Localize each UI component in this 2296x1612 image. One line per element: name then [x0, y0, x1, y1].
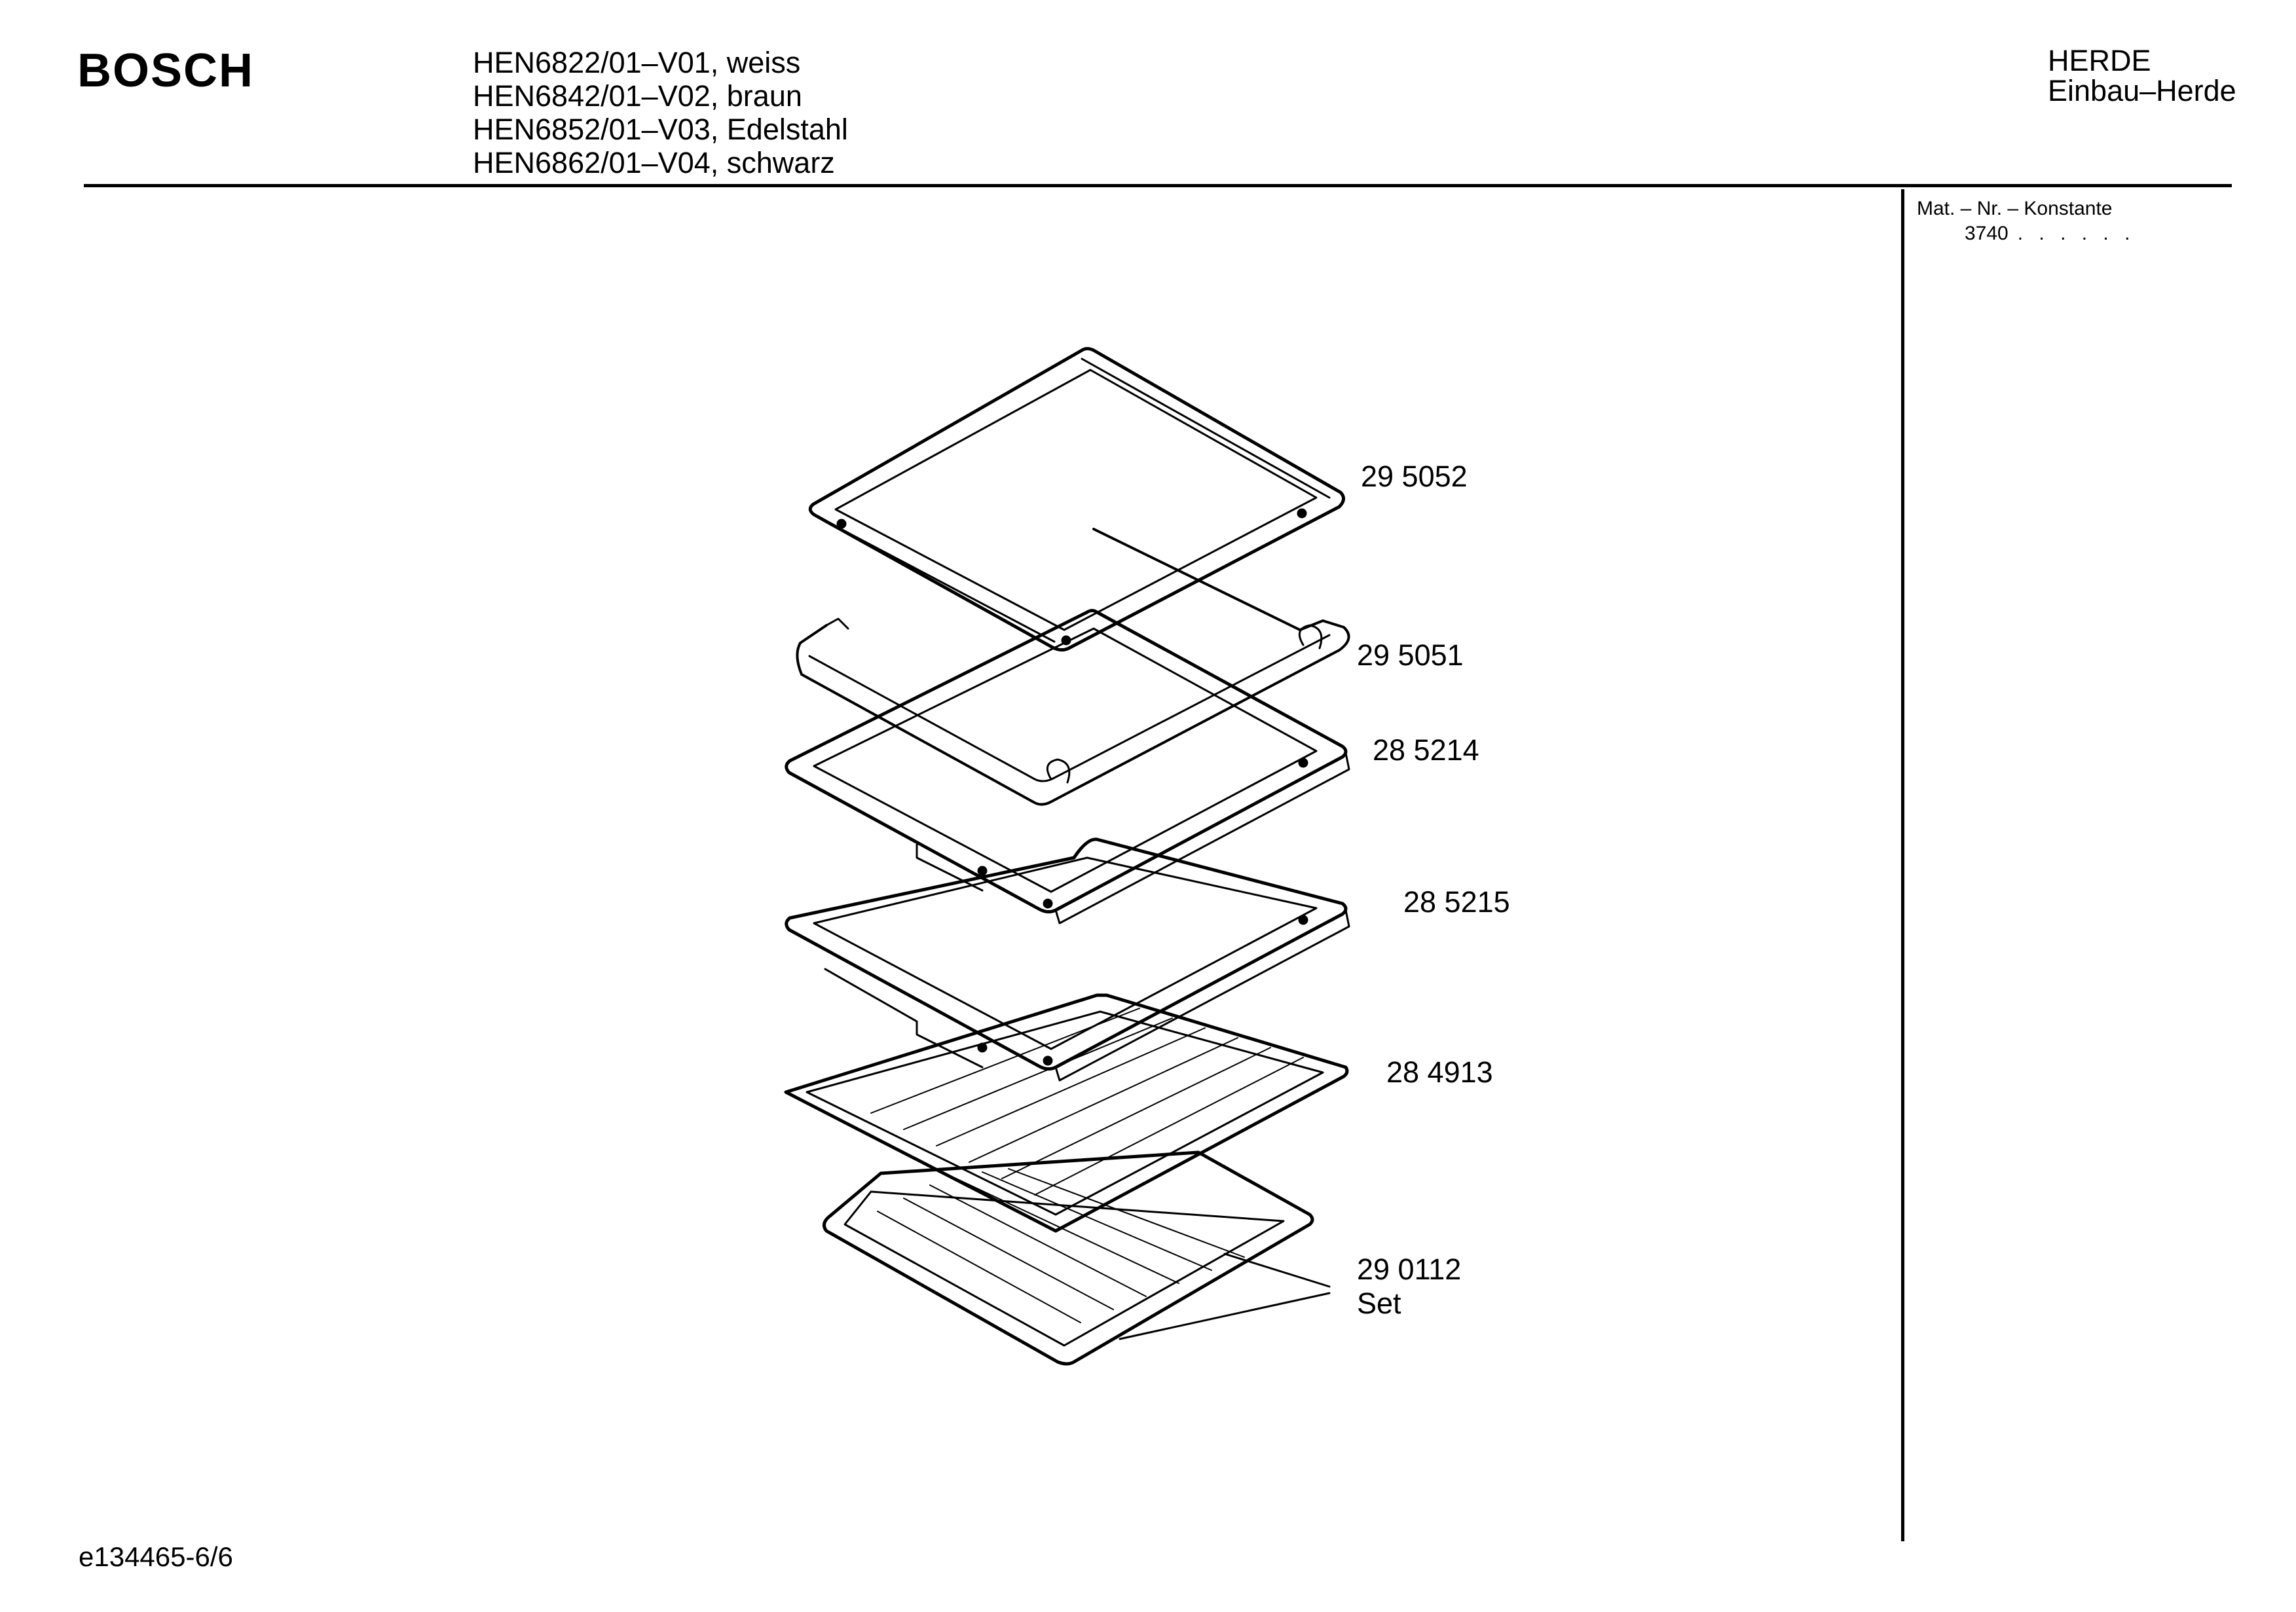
part-number-label: 29 0112 Set: [1357, 1253, 1462, 1320]
part-number-label: 29 5052: [1361, 460, 1468, 493]
grill-pan-set-part: [823, 1150, 1314, 1366]
part-number-label: 28 5215: [1403, 885, 1510, 919]
material-constant: 3740: [1965, 223, 2009, 244]
grill-rack-part: [784, 993, 1349, 1233]
document-reference: e134465-6/6: [79, 1541, 233, 1572]
category-line: Einbau–Herde: [2048, 74, 2236, 107]
category-line: HERDE: [2048, 44, 2151, 77]
sidebar-divider: [1901, 189, 1904, 1541]
model-line: HEN6822/01–V01, weiss: [473, 46, 801, 79]
model-line: HEN6862/01–V04, schwarz: [473, 146, 835, 179]
part-number-label: 29 5051: [1357, 638, 1464, 672]
model-line: HEN6842/01–V02, braun: [473, 79, 802, 113]
product-category: HERDE Einbau–Herde: [2048, 46, 2236, 106]
leader-lines: [1119, 1253, 1331, 1340]
model-list: HEN6822/01–V01, weiss HEN6842/01–V02, br…: [473, 46, 848, 179]
header-divider: [84, 184, 2232, 187]
material-number-row: 3740 . . . . . .: [1965, 223, 2135, 245]
wire-frame-part: [796, 528, 1350, 806]
part-note-label: Set: [1357, 1287, 1401, 1320]
part-number-label: 28 4913: [1386, 1055, 1493, 1089]
brand-logo: BOSCH: [77, 45, 255, 97]
baking-tray-part: [808, 347, 1345, 652]
material-dots: . . . . . .: [2017, 223, 2136, 244]
part-number-label: 28 5214: [1373, 733, 1479, 767]
rail-tray-part: [785, 609, 1350, 925]
second-rail-tray-part: [785, 837, 1350, 1082]
model-line: HEN6852/01–V03, Edelstahl: [473, 113, 848, 146]
material-number-label: Mat. – Nr. – Konstante: [1917, 198, 2113, 219]
